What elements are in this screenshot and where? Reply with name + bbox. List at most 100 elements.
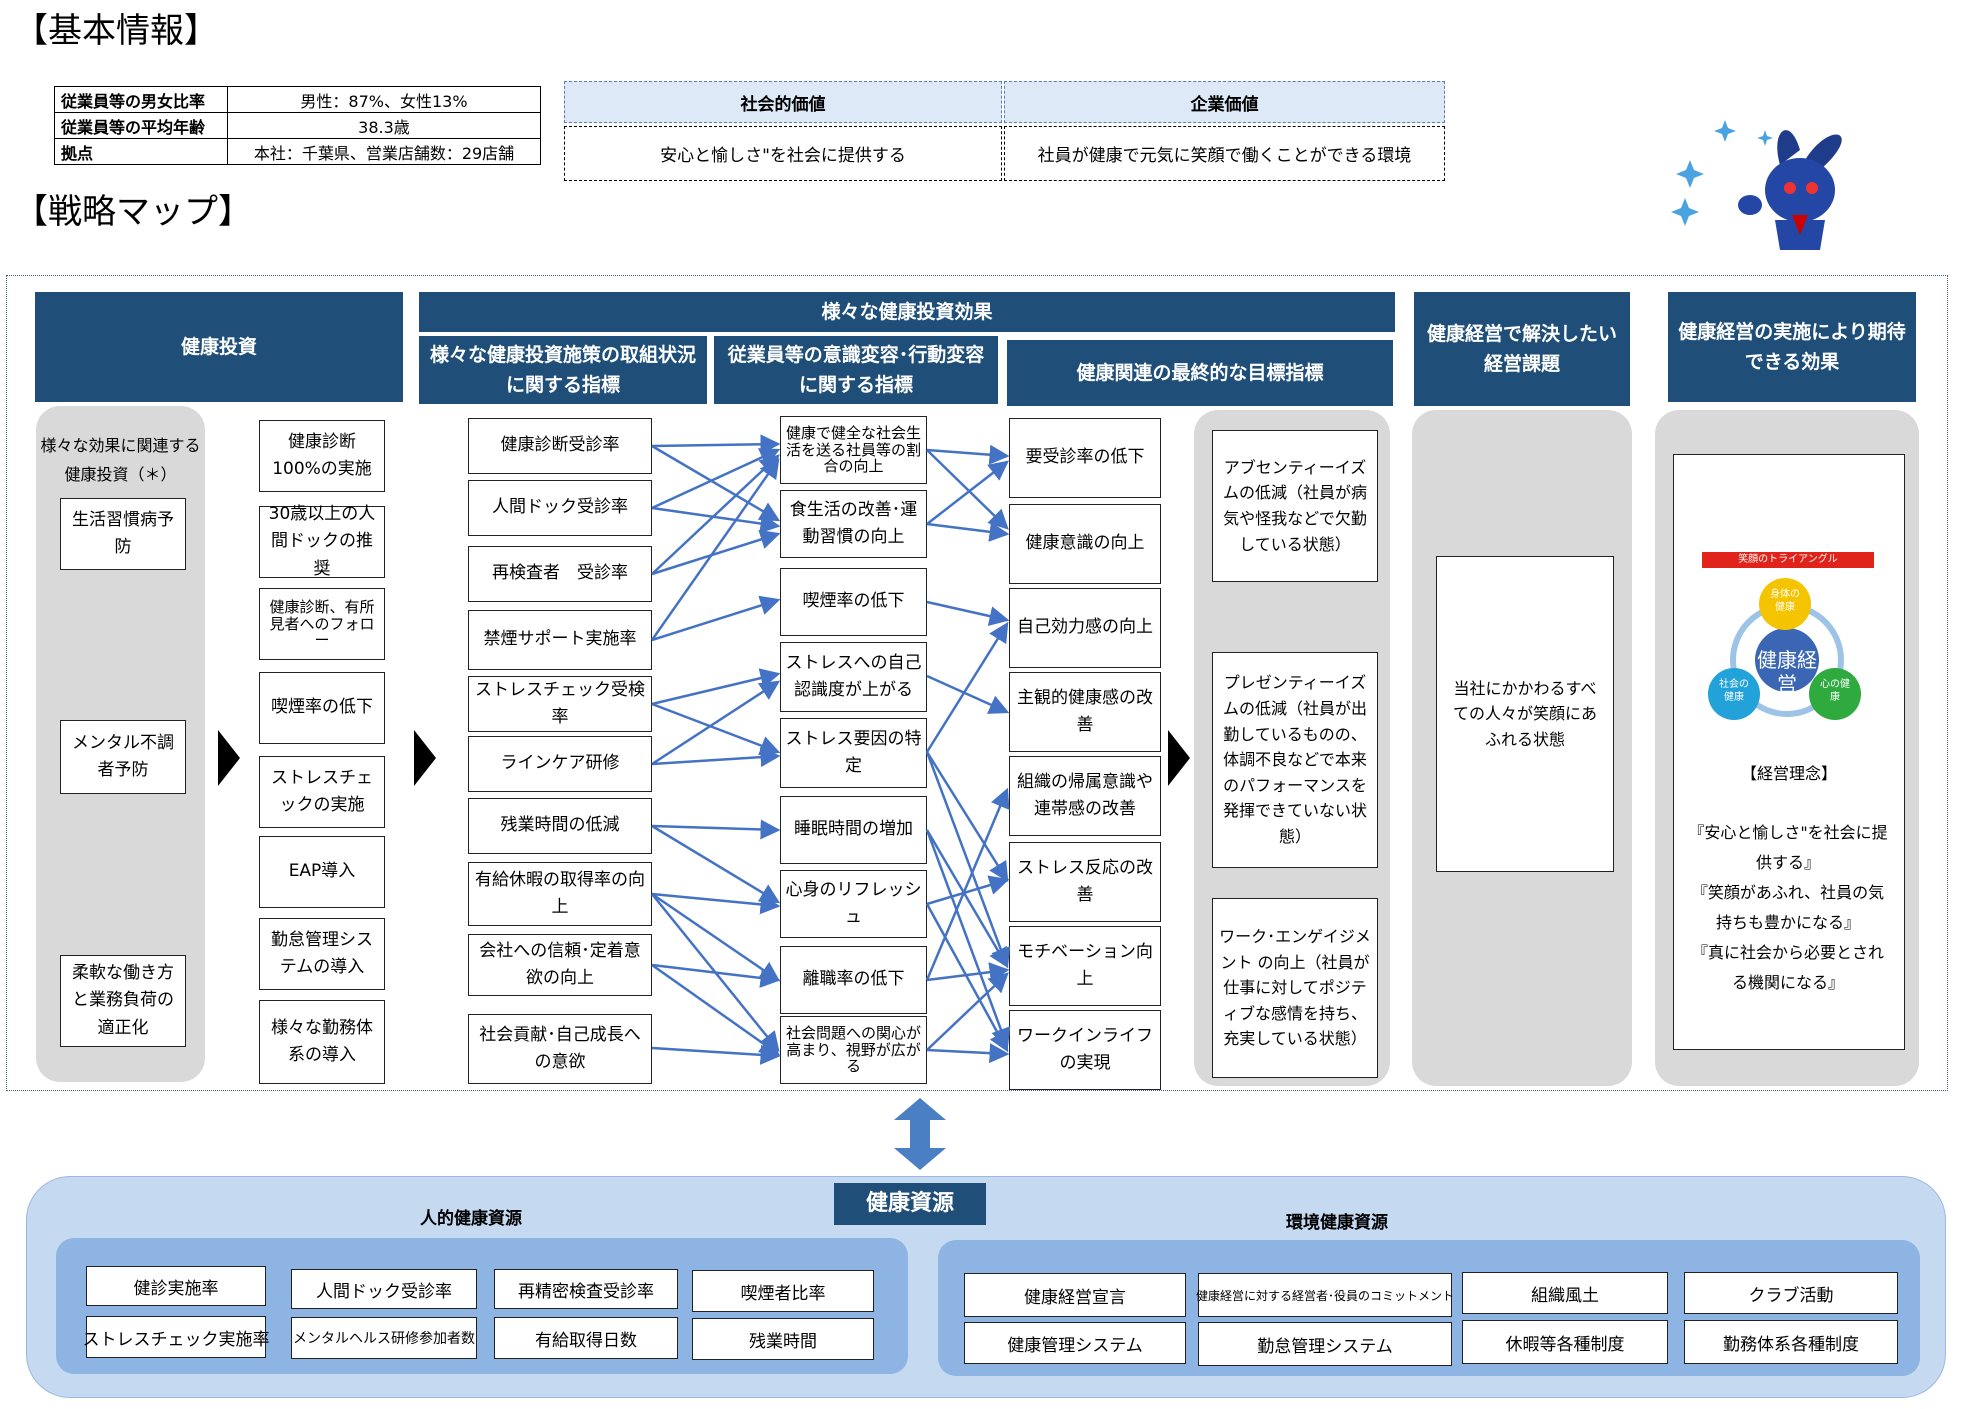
final-indicator: モチベーション向上 (1009, 926, 1161, 1006)
final-indicator: 組織の帰属意識や連帯感の改善 (1009, 756, 1161, 836)
mascot-illustration (1671, 120, 1842, 250)
social-health-label: 社会の健康 (1719, 679, 1749, 703)
resource-item: 有給取得日数 (494, 1317, 678, 1359)
row-label: 拠点 (54, 138, 228, 165)
initiative-indicator: 会社への信頼･定着意欲の向上 (468, 934, 652, 996)
philosophy-line: 『真に社会から必要とされる機関になる』 (1691, 943, 1884, 993)
flow-arrow-icon (218, 730, 240, 786)
business-issue: 当社にかかわるすべての人々が笑顔にあふれる状態 (1436, 556, 1614, 872)
goal-work-engagement: ワーク･エンゲイジメント の向上（社員が仕事に対してポジティブな感情を持ち、充実… (1212, 898, 1378, 1078)
initiative-indicator: 再検査者 受診率 (468, 546, 652, 602)
corporate-value-header: 企業価値 (1004, 81, 1445, 123)
resource-item: メンタルヘルス研修参加者数 (291, 1317, 477, 1359)
row-label: 従業員等の平均年齢 (54, 112, 228, 139)
measure-box: 勤怠管理システムの導入 (259, 918, 385, 990)
resource-item: 健康経営に対する経営者･役員のコミットメント (1196, 1273, 1454, 1317)
table-row: 拠点本社：千葉県、営業店舗数：29店舗 (54, 138, 541, 165)
initiative-indicator: 有給休暇の取得率の向上 (468, 862, 652, 926)
awareness-indicator: ストレス要因の特定 (780, 718, 927, 788)
mental-health-label: 心の健康 (1820, 679, 1850, 703)
corporate-value-text: 社員が健康で元気に笑顔で働くことができる環境 (1004, 126, 1445, 181)
investment-intro: 様々な効果に関連する健康投資（＊） (40, 436, 201, 484)
initiative-indicator: 残業時間の低減 (468, 798, 652, 854)
header-investment: 健康投資 (35, 292, 403, 402)
final-indicator: 健康意識の向上 (1009, 504, 1161, 584)
awareness-indicator: 睡眠時間の増加 (780, 796, 927, 864)
final-indicator: 主観的健康感の改善 (1009, 672, 1161, 752)
strategy-map-frame (6, 275, 1948, 1091)
initiative-indicator: ストレスチェック受検率 (468, 676, 652, 732)
social-value-header: 社会的価値 (564, 81, 1002, 123)
resource-item: 勤務体系各種制度 (1684, 1320, 1898, 1364)
resource-item: 残業時間 (692, 1318, 874, 1360)
resource-item: 健康管理システム (964, 1322, 1186, 1364)
measure-box: 喫煙率の低下 (259, 672, 385, 744)
measure-box: ストレスチェックの実施 (259, 756, 385, 828)
resource-item: 喫煙者比率 (692, 1270, 874, 1312)
awareness-indicator: 喫煙率の低下 (780, 568, 927, 636)
resources-title: 健康資源 (834, 1183, 986, 1225)
final-indicator: ストレス反応の改善 (1009, 842, 1161, 922)
physical-health-label: 身体の健康 (1770, 589, 1800, 613)
goal-presenteeism: プレゼンティーイズムの低減（社員が出勤しているものの、体調不良などで本来のパフォ… (1212, 652, 1378, 868)
header-expected: 健康経営の実施により期待できる効果 (1668, 292, 1916, 402)
measure-box: 健康診断100%の実施 (259, 420, 385, 492)
philosophy-title: 【経営理念】 (1740, 764, 1837, 783)
basic-info-title: 【基本情報】 (14, 11, 218, 51)
human-resources-title: 人的健康資源 (420, 1209, 522, 1229)
header-initiative-indicators: 様々な健康投資施策の取組状況に関する指標 (419, 336, 707, 404)
flow-arrow-icon (414, 730, 436, 786)
resource-item: クラブ活動 (1684, 1272, 1898, 1314)
triangle-diagram (1708, 578, 1861, 720)
final-indicator: ワークインライフの実現 (1009, 1010, 1161, 1090)
initiative-indicator: ラインケア研修 (468, 736, 652, 792)
environment-resources-title: 環境健康資源 (1286, 1213, 1388, 1233)
awareness-indicator: 社会問題への関心が高まり、視野が広がる (780, 1016, 927, 1084)
measure-box: 30歳以上の人間ドックの推奨 (259, 504, 385, 579)
row-value: 男性：87%、女性13% (227, 86, 541, 113)
social-value-text: 安心と愉しさ"を社会に提供する (564, 126, 1002, 181)
awareness-indicator: 離職率の低下 (780, 946, 927, 1014)
awareness-indicator: 食生活の改善･運動習慣の向上 (780, 490, 927, 558)
triangle-center-label: 健康経営 (1757, 648, 1817, 696)
header-awareness-indicators: 従業員等の意識変容･行動変容に関する指標 (714, 336, 998, 404)
resource-item: 人間ドック受診率 (291, 1269, 477, 1309)
final-indicator: 要受診率の低下 (1009, 418, 1161, 498)
investment-item: メンタル不調者予防 (60, 720, 186, 794)
header-effects: 様々な健康投資効果 (419, 292, 1395, 332)
flow-arrow-icon (1168, 730, 1190, 786)
final-indicator: 自己効力感の向上 (1009, 588, 1161, 668)
strategy-map-title: 【戦略マップ】 (14, 192, 252, 232)
resource-item: 組織風土 (1462, 1272, 1668, 1314)
resource-item: 勤怠管理システム (1198, 1322, 1452, 1366)
double-arrow-icon (894, 1098, 946, 1170)
philosophy-line: 『安心と愉しさ"を社会に提供する』 (1688, 823, 1888, 873)
resource-item: 休暇等各種制度 (1462, 1320, 1668, 1364)
resource-item: 健診実施率 (86, 1266, 266, 1306)
measure-box: EAP導入 (259, 836, 385, 908)
resource-item: 再精密検査受診率 (494, 1269, 678, 1309)
resource-item: ストレスチェック実施率 (83, 1316, 270, 1358)
awareness-indicator: 健康で健全な社会生活を送る社員等の割合の向上 (780, 416, 927, 484)
goal-absenteeism: アブセンティーイズムの低減（社員が病気や怪我などで欠勤している状態） (1212, 430, 1378, 582)
initiative-indicator: 健康診断受診率 (468, 418, 652, 474)
resource-item: 健康経営宣言 (964, 1273, 1186, 1317)
header-final-indicators: 健康関連の最終的な目標指標 (1007, 340, 1393, 406)
row-label: 従業員等の男女比率 (54, 86, 228, 113)
table-row: 従業員等の男女比率男性：87%、女性13% (54, 86, 541, 113)
triangle-title: 笑顔のトライアングル (1702, 552, 1874, 568)
investment-item: 生活習慣病予防 (60, 498, 186, 570)
measure-box: 健康診断、有所見者へのフォロー (259, 588, 385, 660)
header-issues: 健康経営で解決したい経営課題 (1414, 292, 1630, 406)
awareness-indicator: 心身のリフレッシュ (780, 870, 927, 938)
initiative-indicator: 社会貢献･自己成長への意欲 (468, 1014, 652, 1084)
row-value: 本社：千葉県、営業店舗数：29店舗 (227, 138, 541, 165)
awareness-indicator: ストレスへの自己認識度が上がる (780, 642, 927, 712)
philosophy-line: 『笑顔があふれ、社員の気持ちも豊かになる』 (1691, 883, 1885, 933)
initiative-indicator: 禁煙サポート実施率 (468, 610, 652, 670)
arrow-lines (650, 434, 1011, 1065)
initiative-indicator: 人間ドック受診率 (468, 480, 652, 536)
investment-item: 柔軟な働き方と業務負荷の適正化 (60, 955, 186, 1047)
